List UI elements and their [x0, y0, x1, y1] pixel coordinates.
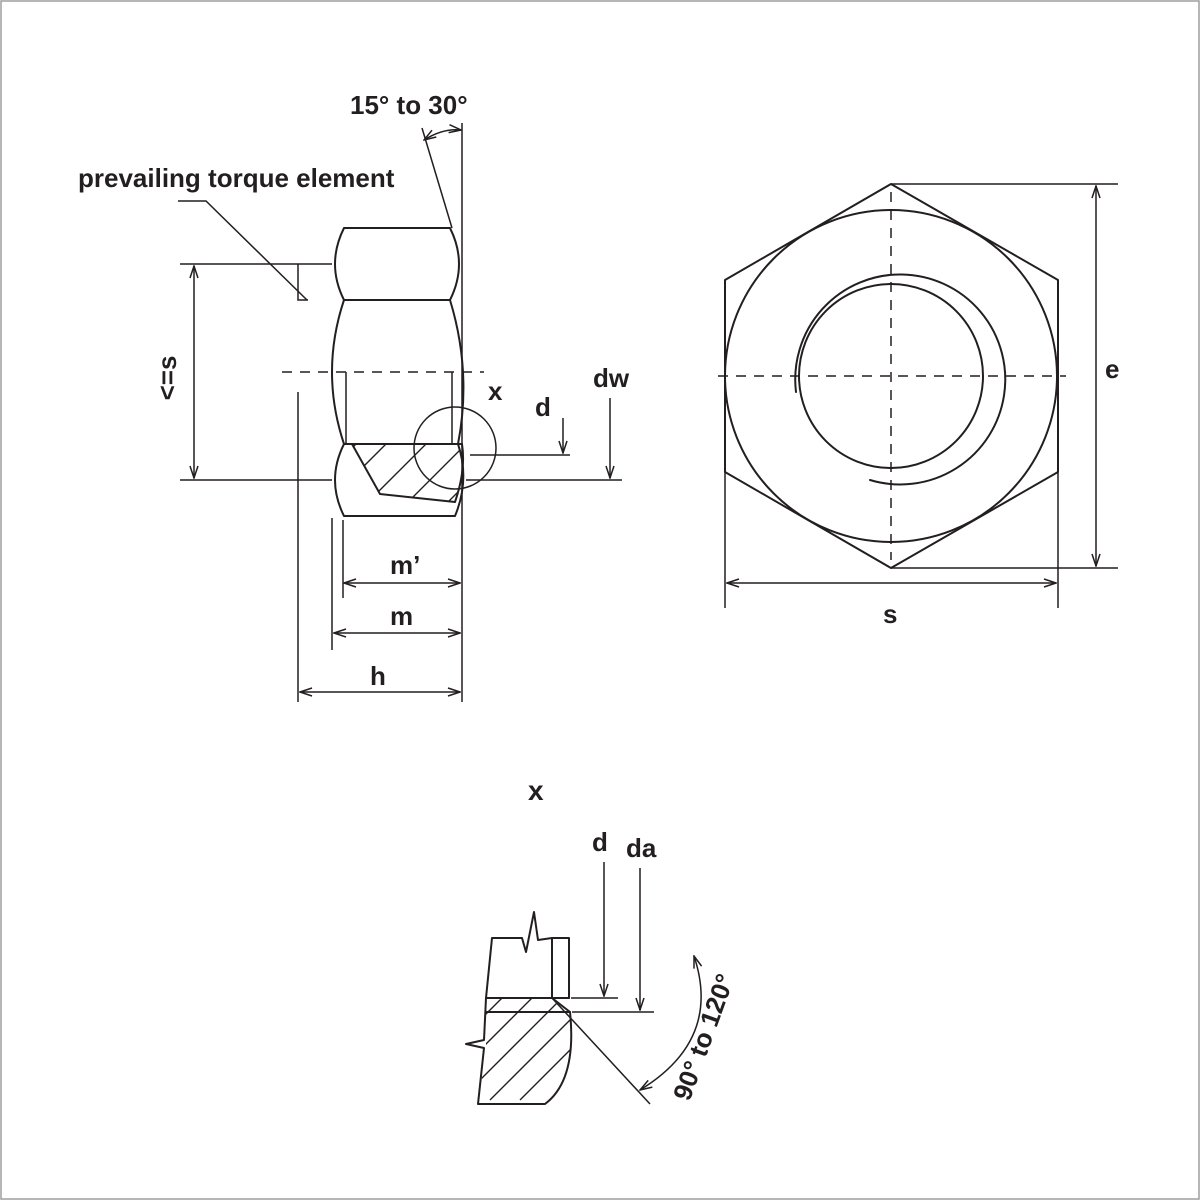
- label-detail-angle: 90° to 120°: [667, 970, 740, 1104]
- top-view: [718, 183, 1118, 608]
- label-s-side: <=s: [152, 356, 182, 401]
- side-view: [178, 123, 622, 702]
- label-e: e: [1105, 354, 1119, 384]
- detail-view: [465, 862, 701, 1105]
- label-h: h: [370, 661, 386, 691]
- label-detail-d: d: [592, 827, 608, 857]
- label-m: m: [390, 601, 413, 631]
- label-m-prime: m’: [390, 550, 420, 580]
- detail-x-circle: [413, 406, 497, 490]
- label-detail-da: da: [626, 833, 657, 863]
- label-prevailing-torque: prevailing torque element: [78, 163, 395, 193]
- label-s-bottom: s: [883, 599, 897, 629]
- label-x-marker: x: [488, 376, 503, 406]
- label-angle-top: 15° to 30°: [350, 90, 468, 120]
- label-dw: dw: [593, 363, 630, 393]
- label-d-side: d: [535, 392, 551, 422]
- thread-arc: [794, 273, 1007, 486]
- detail-title: x: [528, 775, 544, 806]
